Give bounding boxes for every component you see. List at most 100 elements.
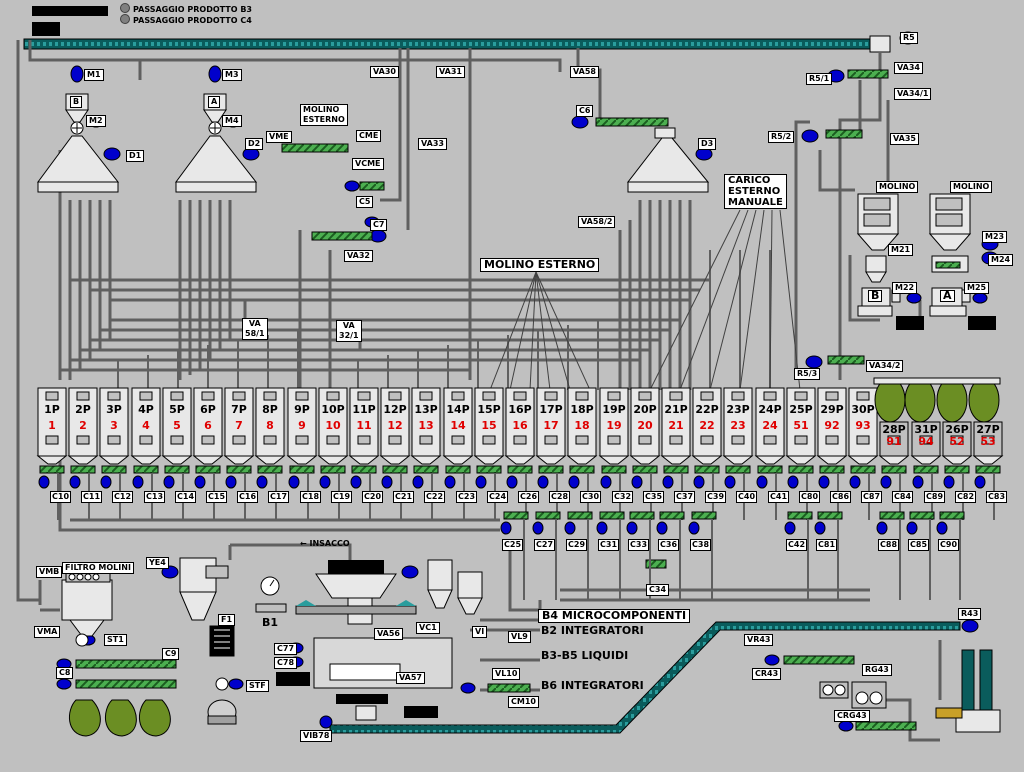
dosing-screw[interactable] [757, 465, 783, 474]
dosing-motor[interactable] [38, 475, 50, 489]
dosing-motor[interactable] [974, 475, 986, 489]
dosing-motor[interactable] [600, 475, 612, 489]
collector-motor[interactable] [656, 521, 668, 535]
dosing-screw-label: C37 [674, 491, 696, 503]
dosing-motor[interactable] [787, 475, 799, 489]
dosing-motor[interactable] [444, 475, 456, 489]
collector-motor[interactable] [500, 521, 512, 535]
dosing-screw[interactable] [850, 465, 876, 474]
dosing-motor[interactable] [256, 475, 268, 489]
label-molino-esterno-small: MOLINO ESTERNO [300, 104, 348, 126]
dosing-screw[interactable] [257, 465, 283, 474]
dosing-screw[interactable] [788, 465, 814, 474]
dosing-screw[interactable] [289, 465, 315, 474]
dosing-screw[interactable] [226, 465, 252, 474]
r43-motor[interactable] [961, 619, 979, 633]
dosing-motor[interactable] [943, 475, 955, 489]
dosing-motor[interactable] [69, 475, 81, 489]
dosing-screw[interactable] [413, 465, 439, 474]
bin-outlet [816, 455, 848, 465]
collector-screw[interactable] [691, 511, 717, 520]
dosing-screw[interactable] [164, 465, 190, 474]
dosing-screw[interactable] [913, 465, 939, 474]
dosing-screw[interactable] [819, 465, 845, 474]
dosing-motor[interactable] [225, 475, 237, 489]
dosing-motor[interactable] [194, 475, 206, 489]
collector-screw[interactable] [939, 511, 965, 520]
collector-screw[interactable] [817, 511, 843, 520]
dosing-screw[interactable] [694, 465, 720, 474]
collector-screw[interactable] [567, 511, 593, 520]
dosing-screw[interactable] [320, 465, 346, 474]
bin-body[interactable] [193, 387, 223, 457]
bin-number: 11 [356, 419, 372, 432]
dosing-motor[interactable] [662, 475, 674, 489]
collector-motor[interactable] [814, 521, 826, 535]
dosing-screw[interactable] [476, 465, 502, 474]
dosing-motor[interactable] [693, 475, 705, 489]
dosing-screw[interactable] [944, 465, 970, 474]
dosing-screw[interactable] [881, 465, 907, 474]
dosing-screw[interactable] [975, 465, 1001, 474]
label-m24: M24 [988, 254, 1014, 266]
dosing-screw[interactable] [663, 465, 689, 474]
dosing-motor[interactable] [880, 475, 892, 489]
bottom-chain-conveyor[interactable] [329, 621, 961, 734]
dosing-motor[interactable] [818, 475, 830, 489]
dosing-motor[interactable] [631, 475, 643, 489]
collector-motor[interactable] [906, 521, 918, 535]
r5-head[interactable] [869, 35, 891, 53]
dosing-motor[interactable] [506, 475, 518, 489]
collector-motor[interactable] [876, 521, 888, 535]
collector-motor[interactable] [784, 521, 796, 535]
dosing-motor[interactable] [849, 475, 861, 489]
dosing-screw[interactable] [569, 465, 595, 474]
dosing-screw[interactable] [538, 465, 564, 474]
collector-motor[interactable] [564, 521, 576, 535]
dosing-screw-label: C15 [206, 491, 228, 503]
bin-outlet [36, 455, 68, 465]
dosing-screw[interactable] [133, 465, 159, 474]
collector-screw[interactable] [535, 511, 561, 520]
dosing-motor[interactable] [381, 475, 393, 489]
collector-motor[interactable] [596, 521, 608, 535]
dosing-motor[interactable] [568, 475, 580, 489]
dosing-screw[interactable] [445, 465, 471, 474]
dosing-motor[interactable] [537, 475, 549, 489]
bin-body[interactable] [536, 387, 566, 457]
collector-screw[interactable] [503, 511, 529, 520]
dosing-screw[interactable] [70, 465, 96, 474]
top-chain-conveyor[interactable] [23, 38, 881, 50]
collector-screw[interactable] [629, 511, 655, 520]
dosing-motor[interactable] [100, 475, 112, 489]
collector-screw[interactable] [909, 511, 935, 520]
collector-screw[interactable] [879, 511, 905, 520]
dosing-motor[interactable] [412, 475, 424, 489]
dosing-motor[interactable] [163, 475, 175, 489]
dosing-screw[interactable] [101, 465, 127, 474]
dosing-screw[interactable] [507, 465, 533, 474]
high-level-sensor [419, 391, 433, 401]
dosing-screw[interactable] [725, 465, 751, 474]
dosing-motor[interactable] [132, 475, 144, 489]
collector-screw[interactable] [659, 511, 685, 520]
collector-motor[interactable] [626, 521, 638, 535]
collector-motor[interactable] [688, 521, 700, 535]
dosing-screw[interactable] [195, 465, 221, 474]
dosing-screw[interactable] [39, 465, 65, 474]
dosing-motor[interactable] [724, 475, 736, 489]
dosing-motor[interactable] [319, 475, 331, 489]
dosing-motor[interactable] [350, 475, 362, 489]
dosing-screw[interactable] [632, 465, 658, 474]
collector-motor[interactable] [532, 521, 544, 535]
dosing-motor[interactable] [912, 475, 924, 489]
dosing-screw[interactable] [601, 465, 627, 474]
collector-screw[interactable] [599, 511, 625, 520]
dosing-motor[interactable] [475, 475, 487, 489]
dosing-motor[interactable] [756, 475, 768, 489]
dosing-motor[interactable] [288, 475, 300, 489]
dosing-screw[interactable] [382, 465, 408, 474]
collector-motor[interactable] [936, 521, 948, 535]
dosing-screw[interactable] [351, 465, 377, 474]
collector-screw[interactable] [787, 511, 813, 520]
